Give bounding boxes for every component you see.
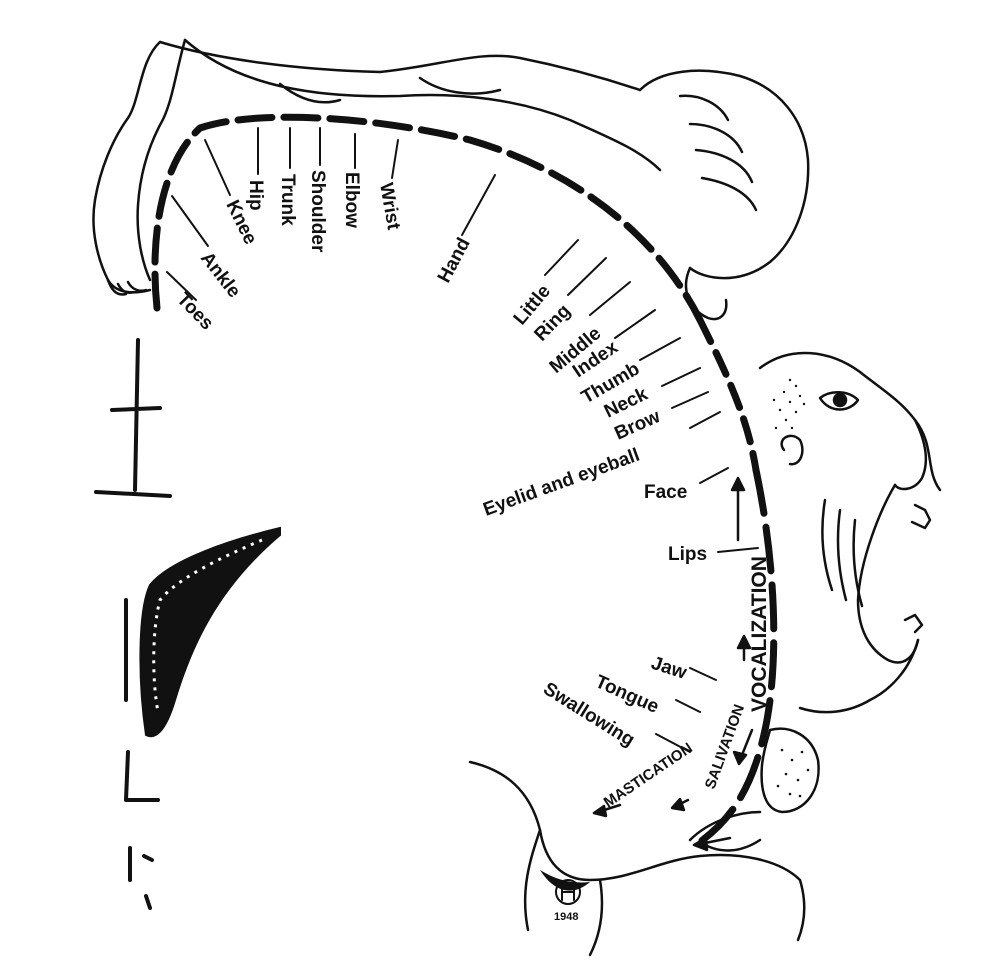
- leader-middle: [589, 281, 631, 316]
- label-elbow: Elbow: [341, 172, 362, 228]
- leader-little: [544, 239, 579, 276]
- section-marks: [94, 338, 172, 910]
- mouth-outline: [856, 483, 920, 664]
- ear-outline: [780, 434, 804, 466]
- section-mark-lower: [124, 750, 160, 802]
- label-eyelid: Eyelid and eyeball: [481, 445, 643, 521]
- section-mark-upper: [94, 338, 172, 498]
- signature-monogram: [561, 883, 575, 901]
- tongue-stipple: [776, 748, 810, 798]
- leader-hand: [461, 174, 496, 236]
- leader-jaw: [689, 667, 717, 681]
- mastication-left-arrow-head: [592, 804, 608, 818]
- head-outline: [758, 351, 942, 492]
- label-toes: Toes: [172, 289, 217, 334]
- leg-inner-outline: [136, 38, 187, 282]
- signature-year: 1948: [554, 911, 578, 923]
- leader-knee: [204, 139, 231, 196]
- leader-ring: [567, 257, 607, 296]
- leader-ankle: [171, 195, 209, 247]
- section-wedge: [139, 526, 281, 738]
- function-arrows: [592, 476, 754, 852]
- trunk-muscle: [278, 76, 502, 104]
- brain-contour-sulcus: [523, 828, 604, 957]
- leader-index: [614, 309, 656, 339]
- salivation-arrow-head: [732, 750, 748, 766]
- leader-tongue: [675, 699, 701, 713]
- label-wrist: Wrist: [375, 181, 404, 232]
- leader-thumb: [639, 337, 681, 361]
- arm-outline: [158, 40, 642, 92]
- label-hip: Hip: [245, 180, 266, 211]
- face-wrinkles: [821, 498, 864, 608]
- label-salivation: SALIVATION: [702, 702, 748, 791]
- vocalization-arrow-head: [730, 476, 746, 492]
- eye-outline: [818, 391, 860, 411]
- leader-face: [699, 467, 729, 484]
- label-vocalization: VOCALIZATION: [748, 556, 771, 712]
- label-lips: Lips: [668, 544, 707, 565]
- leader-lines: [166, 127, 759, 753]
- thumb-outline: [684, 266, 728, 321]
- arm-inner-outline: [183, 38, 662, 172]
- eye-pupil: [832, 392, 848, 408]
- label-shoulder: Shoulder: [307, 170, 328, 253]
- head-stipple: [772, 378, 806, 430]
- label-face: Face: [644, 482, 687, 503]
- leader-neck: [661, 367, 701, 387]
- cortex-arc: [151, 113, 778, 846]
- brain-contour-bottom: [468, 760, 806, 942]
- label-hand: Hand: [434, 235, 475, 287]
- label-ankle: Ankle: [196, 248, 244, 302]
- chin-outline: [798, 638, 920, 714]
- hand-outline: [638, 69, 810, 280]
- leader-toes: [166, 271, 197, 301]
- label-trunk: Trunk: [277, 174, 298, 226]
- label-jaw: Jaw: [648, 653, 689, 684]
- cortex-arc-upper: [151, 113, 704, 324]
- swallow-arrow-head: [670, 797, 686, 812]
- throat-outline: [688, 810, 762, 852]
- signature-circle: [555, 879, 581, 905]
- section-mark-bottom: [128, 846, 154, 910]
- leader-lips: [717, 547, 759, 553]
- leg-outline: [92, 40, 162, 294]
- lower-teeth: [903, 613, 924, 634]
- cortex-arc-lower: [696, 466, 778, 846]
- leader-eyelid: [689, 411, 721, 429]
- artist-signature: 1948: [554, 879, 581, 923]
- upper-teeth: [910, 503, 932, 530]
- tongue-outline: [760, 727, 820, 814]
- homunculus-figure: [92, 38, 942, 957]
- cortex-arc-mid: [696, 316, 760, 474]
- vocalization-arrow-lower-head: [736, 634, 752, 650]
- leader-wrist: [391, 139, 399, 179]
- fist-knuckles: [678, 94, 758, 212]
- nose-outline: [893, 418, 928, 491]
- leader-swallowing: [655, 733, 691, 753]
- section-wedge-highlight: [152, 538, 263, 713]
- leader-brow: [671, 391, 709, 409]
- foot-toes: [106, 278, 148, 296]
- labels: Toes Ankle Knee Hip Trunk Shoulder Elbow…: [172, 170, 771, 811]
